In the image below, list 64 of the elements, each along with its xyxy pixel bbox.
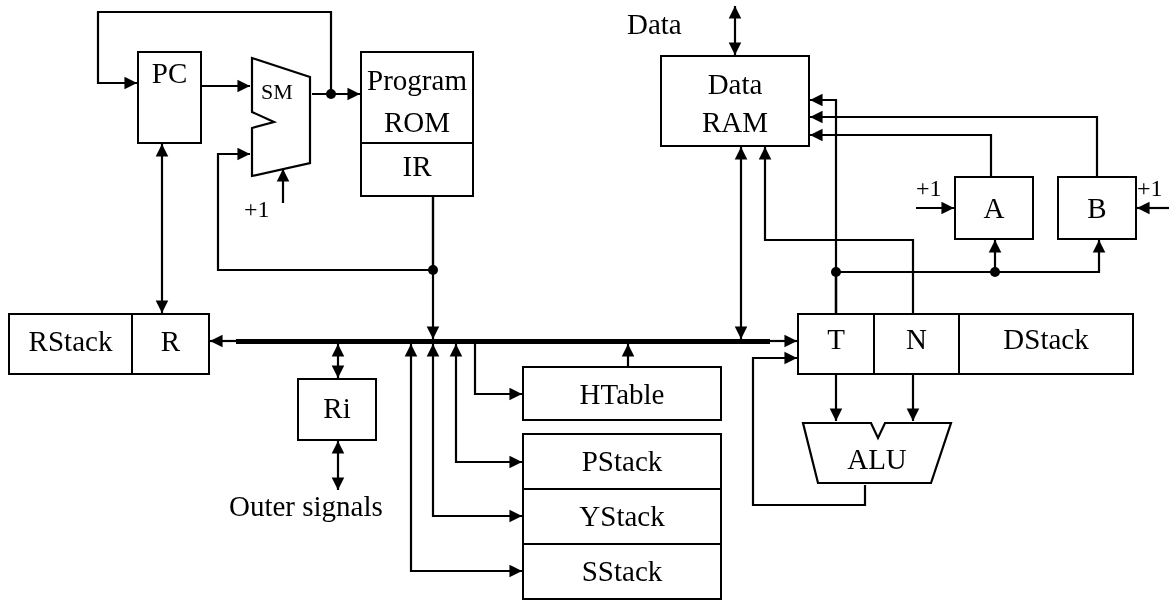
register-box <box>131 313 210 375</box>
arrow <box>331 344 345 379</box>
signal-label: Outer signals <box>229 490 411 524</box>
register-label: T <box>826 323 846 355</box>
table-box <box>522 366 722 421</box>
register-box <box>1057 176 1137 240</box>
increment-label: +1 <box>916 174 942 203</box>
stack-label: RStack <box>27 325 114 357</box>
arrow <box>202 79 251 93</box>
stack-box <box>522 433 722 490</box>
arrow <box>426 197 440 340</box>
arrow <box>734 146 748 339</box>
register-label: PC <box>150 57 189 89</box>
register-box <box>954 176 1034 240</box>
stack-box <box>958 313 1134 375</box>
register-box <box>360 142 474 197</box>
arrow <box>809 128 993 176</box>
memory-label: Program ROM <box>366 63 468 140</box>
arrow <box>449 344 523 469</box>
arrow <box>473 344 523 401</box>
register-label: B <box>1086 192 1108 224</box>
arrow <box>426 344 523 523</box>
alu-label: ALU <box>846 443 908 475</box>
register-box <box>797 313 875 375</box>
arrow <box>621 343 635 366</box>
increment-label: +1 <box>244 195 270 224</box>
multiplexer-label: SM <box>260 78 294 106</box>
stack-box <box>522 488 722 545</box>
stack-label: SStack <box>580 555 664 587</box>
increment-label: +1 <box>1137 174 1163 203</box>
arrow <box>404 344 523 578</box>
arrow <box>829 375 843 422</box>
memory-label: Data RAM <box>700 67 770 140</box>
data-bus <box>236 339 770 344</box>
stack-box <box>8 313 133 375</box>
register-label: Ri <box>322 392 352 424</box>
arrow <box>770 334 798 348</box>
memory-box <box>660 55 810 147</box>
table-label: HTable <box>578 378 666 410</box>
arrow <box>1136 201 1169 215</box>
arrow <box>809 110 1099 176</box>
arrow <box>834 239 1106 313</box>
arrow <box>331 441 345 491</box>
arrow <box>758 146 915 313</box>
port-label: Data <box>627 8 682 40</box>
register-box <box>873 313 960 375</box>
arrow <box>728 6 742 56</box>
stack-label: DStack <box>1002 323 1090 355</box>
arrow <box>751 351 867 507</box>
stack-label: YStack <box>578 500 666 532</box>
register-label: A <box>982 192 1006 224</box>
arrow <box>155 144 169 314</box>
register-label: N <box>905 323 928 355</box>
stack-label: PStack <box>580 445 664 477</box>
register-label: R <box>159 325 182 357</box>
arrow <box>209 334 236 348</box>
arrow <box>916 201 955 215</box>
register-box <box>137 51 202 144</box>
register-box <box>297 378 377 441</box>
register-label: IR <box>401 150 433 182</box>
memory-box <box>360 51 474 144</box>
arrow <box>276 168 290 203</box>
stack-box <box>522 543 722 600</box>
arrow <box>906 375 920 422</box>
